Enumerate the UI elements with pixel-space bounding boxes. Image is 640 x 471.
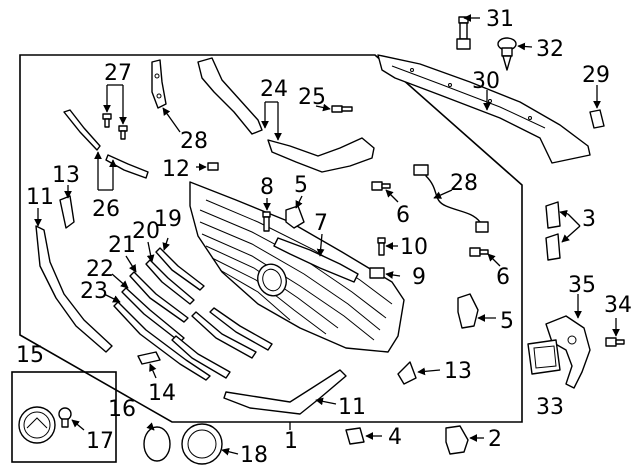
label-18: 18 — [240, 443, 268, 468]
sensor-33 — [527, 339, 561, 375]
label-2: 2 — [488, 427, 502, 452]
label-29: 29 — [582, 63, 610, 88]
bolt-10 — [377, 237, 386, 256]
emblem-frame — [11, 371, 117, 463]
label-1: 1 — [284, 429, 298, 454]
brackets-24 — [197, 57, 375, 173]
grille-part — [189, 181, 405, 353]
trim-strips — [113, 247, 273, 381]
screws-27 — [102, 113, 128, 140]
label-11-left: 11 — [26, 185, 54, 210]
label-19: 19 — [154, 207, 182, 232]
bracket-2 — [445, 425, 469, 455]
bolt-6-upper — [371, 181, 391, 191]
label-6-lower: 6 — [496, 265, 510, 290]
molding-11-lower — [223, 369, 347, 415]
label-22: 22 — [86, 257, 114, 282]
label-5-lower: 5 — [500, 309, 514, 334]
label-12: 12 — [162, 157, 190, 182]
screw-25 — [331, 105, 353, 113]
bolt-34 — [605, 337, 625, 347]
pad-29 — [589, 109, 605, 129]
label-28-upper: 28 — [180, 129, 208, 154]
label-33: 33 — [536, 395, 564, 420]
bracket-35 — [545, 315, 591, 389]
label-16: 16 — [108, 397, 136, 422]
label-9: 9 — [412, 265, 426, 290]
label-8: 8 — [260, 175, 274, 200]
label-21: 21 — [108, 233, 136, 258]
label-20: 20 — [132, 219, 160, 244]
brackets-3 — [545, 201, 561, 261]
label-30: 30 — [472, 69, 500, 94]
bolt-31 — [456, 16, 471, 50]
screw-12 — [207, 162, 219, 171]
label-13-upper: 13 — [52, 163, 80, 188]
cover-16 — [143, 426, 171, 462]
clip-17 — [58, 407, 72, 428]
label-15: 15 — [16, 343, 44, 368]
label-4: 4 — [388, 425, 402, 450]
bolt-8 — [262, 211, 271, 232]
label-25: 25 — [298, 85, 326, 110]
label-23: 23 — [80, 279, 108, 304]
label-34: 34 — [604, 293, 632, 318]
assembly-frame — [19, 54, 523, 423]
label-17: 17 — [86, 429, 114, 454]
label-35: 35 — [568, 273, 596, 298]
leader-lines — [34, 14, 620, 456]
label-24: 24 — [260, 77, 288, 102]
label-10: 10 — [400, 235, 428, 260]
clip-32 — [497, 37, 517, 71]
callout-labels: 31 32 29 30 27 24 25 28 13 12 11 8 5 28 … — [16, 7, 632, 468]
label-32: 32 — [536, 37, 564, 62]
bolt-6-lower — [469, 247, 489, 257]
clip-13-lower — [397, 361, 417, 385]
label-28-right: 28 — [450, 171, 478, 196]
label-7: 7 — [314, 211, 328, 236]
label-26: 26 — [92, 197, 120, 222]
emblem-15 — [18, 406, 56, 444]
label-6-upper: 6 — [396, 203, 410, 228]
label-11-lower: 11 — [338, 395, 366, 420]
label-27: 27 — [104, 61, 132, 86]
trim-14 — [137, 351, 161, 365]
bracket-5-lower — [457, 293, 479, 329]
harness-28 — [413, 164, 489, 233]
bracket-28-upper — [151, 59, 167, 109]
molding-11-left — [35, 225, 113, 353]
label-31: 31 — [486, 7, 514, 32]
clip-4 — [345, 427, 365, 445]
nut-9 — [369, 267, 385, 279]
bracket-5-upper — [285, 205, 305, 229]
label-3: 3 — [582, 207, 596, 232]
label-14: 14 — [148, 381, 176, 406]
label-5-upper: 5 — [294, 173, 308, 198]
cover-18 — [181, 423, 223, 465]
clip-13-upper — [59, 195, 75, 229]
label-13-lower: 13 — [444, 359, 472, 384]
